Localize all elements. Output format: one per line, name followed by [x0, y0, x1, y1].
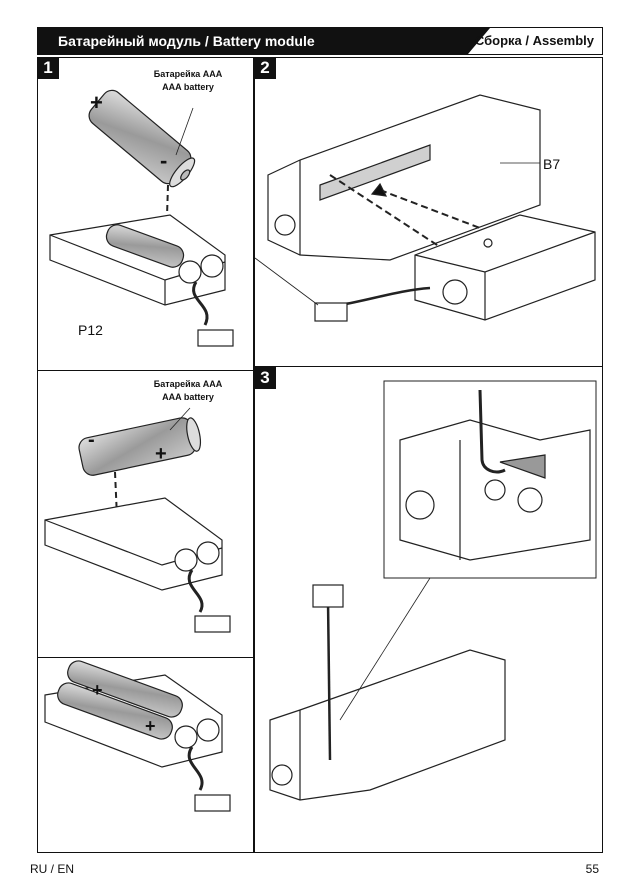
svg-text:+: + — [92, 680, 103, 700]
svg-text:+: + — [145, 716, 156, 736]
battery-label-ru: Батарейка AAA — [153, 379, 223, 389]
module-illustration-detail — [269, 380, 597, 801]
content-frame — [37, 57, 603, 853]
divider — [254, 366, 603, 367]
battery-illustration-2: - + — [44, 407, 231, 633]
divider — [37, 657, 253, 658]
part-label-p12: P12 — [78, 322, 103, 338]
header-title-block: Батарейный модуль / Battery module — [38, 28, 490, 54]
module-illustration-b7 — [254, 94, 596, 322]
step-number-1: 1 — [37, 57, 59, 79]
battery-label-ru: Батарейка AAA — [153, 69, 223, 79]
svg-text:+: + — [90, 90, 103, 115]
battery-illustration-3: + + — [44, 660, 231, 812]
page-number: 55 — [585, 862, 599, 876]
part-label-b7: B7 — [543, 156, 561, 172]
svg-text:-: - — [88, 429, 95, 451]
battery-label-2: Батарейка AAA AAA battery — [138, 378, 238, 404]
svg-text:-: - — [160, 148, 167, 173]
section-label: Сборка / Assembly — [474, 33, 594, 48]
step-number-3: 3 — [254, 367, 276, 389]
step-number-2: 2 — [254, 57, 276, 79]
page-title: Батарейный модуль / Battery module — [58, 33, 315, 49]
divider — [37, 370, 253, 371]
svg-text:+: + — [155, 443, 167, 465]
battery-illustration-1: + - — [49, 89, 234, 347]
language-label: RU / EN — [30, 862, 75, 876]
battery-label-en: AAA battery — [162, 82, 214, 92]
vertical-divider — [253, 57, 255, 853]
battery-label: Батарейка AAA AAA battery — [138, 68, 238, 94]
header-bar: Батарейный модуль / Battery module Сборк… — [37, 27, 603, 55]
battery-label-en: AAA battery — [162, 392, 214, 402]
